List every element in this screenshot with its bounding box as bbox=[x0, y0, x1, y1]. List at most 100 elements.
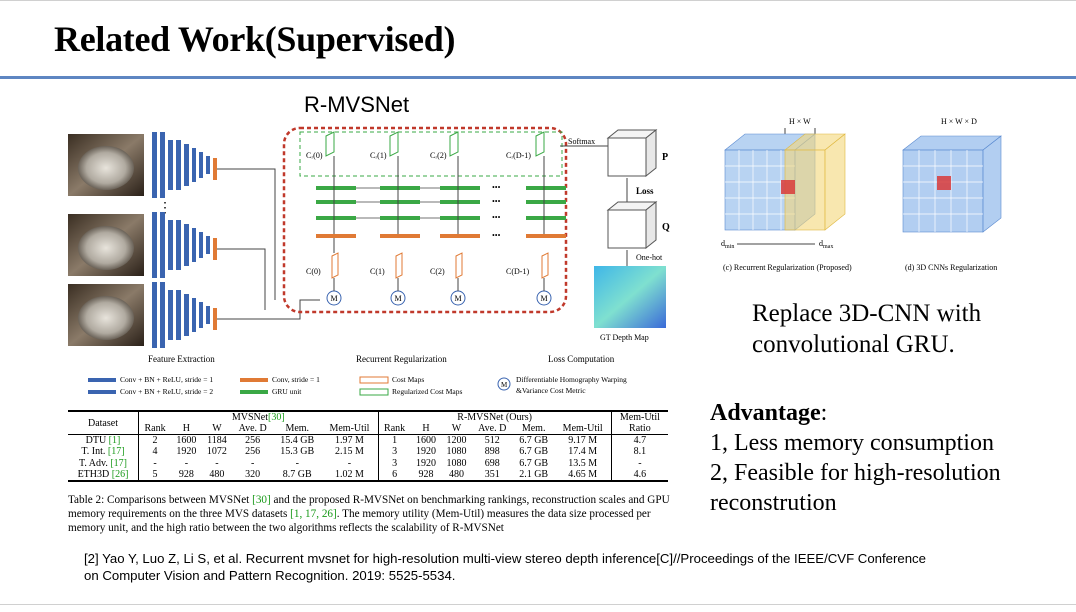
col-rank: Rank bbox=[137, 423, 172, 436]
dmax-label: dmax bbox=[819, 239, 833, 250]
dataset-cell: T. Int. [17] bbox=[81, 446, 125, 458]
svg-text:&Variance Cost Metric: &Variance Cost Metric bbox=[516, 386, 586, 395]
rmvsnet-header: R-MVSNet (Ours) bbox=[377, 410, 612, 423]
feature-extractor-1 bbox=[152, 132, 217, 198]
table-cell: 256 bbox=[245, 446, 261, 458]
table-cell: 4.65 M bbox=[554, 469, 612, 483]
table-cell: 698 bbox=[484, 458, 500, 470]
table-cell: 4 bbox=[137, 446, 172, 458]
table-cell: 1080 bbox=[446, 446, 467, 458]
table-cell: 1920 bbox=[176, 446, 197, 458]
col-ave-d-ours: Ave. D bbox=[471, 423, 513, 436]
svg-text:•••: ••• bbox=[492, 183, 501, 192]
reference-citation: [2] Yao Y, Luo Z, Li S, et al. Recurrent… bbox=[84, 550, 1024, 584]
table-cell: - bbox=[137, 457, 172, 470]
rmvsnet-label: R-MVSNet bbox=[304, 92, 410, 117]
reference-line-1: [2] Yao Y, Luo Z, Li S, et al. Recurrent… bbox=[84, 551, 926, 566]
table-cell: 6.7 GB bbox=[519, 435, 549, 447]
table-cell: 13.5 M bbox=[568, 458, 598, 470]
hw-label: H × W bbox=[789, 117, 811, 126]
recurrent-columns: Cᵣ(0) C(0) M Cᵣ(1) C(1) M bbox=[306, 131, 566, 306]
svg-text:C(1): C(1) bbox=[370, 267, 385, 276]
table-cell: 928 bbox=[410, 469, 442, 483]
advantage-item-2-cont: reconstrution bbox=[710, 490, 837, 516]
replace-line-2: convolutional GRU. bbox=[752, 331, 955, 358]
table-cell: 3 bbox=[377, 457, 411, 470]
input-image-1 bbox=[68, 134, 144, 196]
svg-text:M: M bbox=[331, 294, 338, 303]
hwd-label: H × W × D bbox=[941, 117, 977, 126]
svg-text:Regularized Cost Maps: Regularized Cost Maps bbox=[392, 387, 462, 396]
rmvsnet-architecture-figure: ⋮ bbox=[68, 126, 670, 396]
svg-text:M: M bbox=[395, 294, 402, 303]
table-cell: 1.97 M bbox=[335, 435, 364, 447]
svg-text:Cᵣ(0): Cᵣ(0) bbox=[306, 151, 323, 160]
svg-text:Conv + BN + ReLU, stride = 1: Conv + BN + ReLU, stride = 1 bbox=[120, 375, 213, 384]
table-cell: 256 bbox=[245, 435, 261, 447]
ratio-header-bottom: Ratio bbox=[610, 423, 668, 436]
column-1: Cᵣ(1) C(1) M bbox=[370, 131, 420, 306]
table-cell: - bbox=[250, 458, 255, 470]
table-cell: 6.7 GB bbox=[519, 446, 549, 458]
regularization-comparison-figure: H × W dmin dmax (c) Recurrent Regulariza… bbox=[721, 117, 1002, 272]
table-cell: 1.02 M bbox=[321, 469, 379, 483]
table-cell: 1072 bbox=[206, 446, 227, 458]
table-cell: 2.1 GB bbox=[512, 469, 555, 483]
svg-text:GRU unit: GRU unit bbox=[272, 387, 302, 396]
dmin-label: dmin bbox=[721, 239, 734, 250]
table-caption: Table 2: Comparisons between MVSNet [30]… bbox=[68, 494, 670, 534]
table-cell: 4.7 bbox=[610, 434, 668, 447]
recurrent-regularization-cube bbox=[724, 133, 846, 231]
svg-text:Cᵣ(2): Cᵣ(2) bbox=[430, 151, 447, 160]
dataset-header: Dataset bbox=[68, 410, 139, 436]
top-border bbox=[0, 0, 1076, 1]
table-cell: 480 bbox=[201, 469, 233, 483]
advantage-item-2: 2, Feasible for high-resolution bbox=[710, 460, 1001, 486]
svg-text:M: M bbox=[501, 381, 508, 389]
table-cell: 9.17 M bbox=[568, 435, 598, 447]
table-cell: 1600 bbox=[176, 435, 197, 447]
svg-text:C(0): C(0) bbox=[306, 267, 321, 276]
col-mem-util: Mem-Util bbox=[321, 423, 379, 436]
bottom-border bbox=[0, 604, 1076, 605]
table-cell: 1080 bbox=[446, 458, 467, 470]
regularized-cost-maps-box bbox=[299, 131, 563, 177]
dataset-cell: T. Adv. [17] bbox=[78, 458, 128, 470]
column-2: Cᵣ(2) C(2) M bbox=[430, 131, 480, 306]
advantage-heading: Advantage bbox=[710, 400, 821, 426]
table-cell: 6.7 GB bbox=[519, 458, 549, 470]
svg-text:C(D-1): C(D-1) bbox=[506, 267, 529, 276]
table-cell: - bbox=[184, 458, 189, 470]
table-cell: - bbox=[610, 457, 668, 470]
loss-computation-label: Loss Computation bbox=[548, 354, 615, 364]
prob-volume-p bbox=[606, 128, 658, 178]
col-mem-util-ours: Mem-Util bbox=[554, 423, 612, 436]
table-cell: 2 bbox=[137, 434, 172, 447]
input-image-3 bbox=[68, 284, 144, 346]
svg-text:•••: ••• bbox=[492, 213, 501, 222]
table-cell: 1920 bbox=[415, 446, 436, 458]
table-cell: 1600 bbox=[415, 435, 436, 447]
connector-lines bbox=[217, 168, 320, 320]
svg-text:M: M bbox=[455, 294, 462, 303]
table-cell: 480 bbox=[441, 469, 472, 483]
table-cell: 351 bbox=[471, 469, 513, 483]
col-mem: Mem. bbox=[273, 423, 322, 436]
feature-extractor-3 bbox=[152, 282, 217, 348]
svg-text:C(2): C(2) bbox=[430, 267, 445, 276]
replace-note: Replace 3D-CNN with convolutional GRU. bbox=[752, 298, 981, 360]
table-cell: 15.3 GB bbox=[280, 446, 315, 458]
dataset-cell: DTU [1] bbox=[85, 435, 121, 447]
svg-text:Cᵣ(1): Cᵣ(1) bbox=[370, 151, 387, 160]
caption-3dcnn: (d) 3D CNNs Regularization bbox=[905, 263, 997, 272]
softmax-label: Softmax bbox=[568, 137, 595, 146]
input-image-2 bbox=[68, 214, 144, 276]
col-rank-ours: Rank bbox=[377, 423, 411, 436]
svg-text:•••: ••• bbox=[492, 231, 501, 240]
title-rule bbox=[0, 76, 1076, 79]
svg-text:Cost Maps: Cost Maps bbox=[392, 375, 424, 384]
svg-text:M: M bbox=[541, 294, 548, 303]
